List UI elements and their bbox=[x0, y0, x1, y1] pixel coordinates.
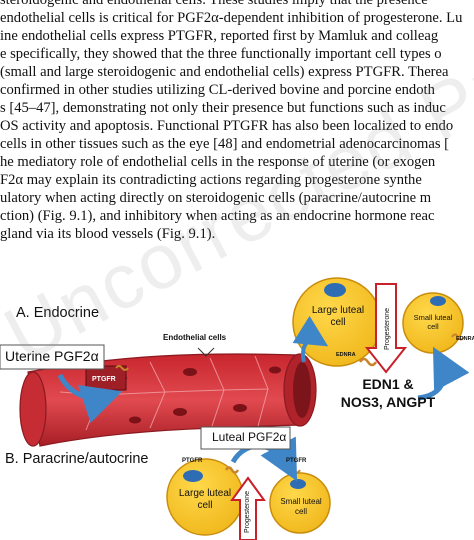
progesterone-arrow-b bbox=[230, 476, 266, 540]
blood-vessel bbox=[19, 353, 317, 447]
paragraph-line: endothelial cells is critical for PGF2α-… bbox=[0, 10, 463, 26]
paragraph-line: confirmed in other studies utilizing CL-… bbox=[0, 82, 435, 98]
luteal-pgf-box bbox=[200, 426, 291, 450]
ptgfr-label-vessel: PTGFR bbox=[92, 376, 116, 383]
small-luteal-label-b: Small luteal cell bbox=[280, 497, 322, 516]
paragraph-line: e specifically, they showed that the thr… bbox=[0, 46, 442, 62]
ednra-label-small: EDNRA bbox=[456, 336, 474, 342]
large-luteal-label-b: Large luteal cell bbox=[178, 488, 232, 511]
receptor-icon bbox=[115, 365, 129, 371]
paragraph-line: steroidogenic and endothelial cells. The… bbox=[0, 0, 428, 8]
endothelial-label: Endothelial cells bbox=[163, 333, 227, 342]
panel-b-title: B. Paracrine/autocrine bbox=[5, 451, 149, 467]
paragraph-line: ction) (Fig. 9.1), and inhibitory when a… bbox=[0, 208, 435, 224]
ptgfr-label-small-b: PTGFR bbox=[286, 458, 307, 464]
mediators-line2: NOS3, ANGPT bbox=[340, 394, 436, 410]
paragraph-line: ine endothelial cells express PTGFR, rep… bbox=[0, 28, 439, 44]
paragraph-line: F2α may explain its contradicting action… bbox=[0, 172, 422, 188]
paragraph-line: s [45–47], demonstrating not only their … bbox=[0, 100, 446, 116]
paragraph-line: (small and large steroidogenic and endot… bbox=[0, 64, 449, 80]
mediators-line1: EDN1 & bbox=[362, 376, 414, 392]
uterine-pgf-box bbox=[0, 344, 105, 370]
paragraph-line: he mediatory role of endothelial cells i… bbox=[0, 154, 436, 170]
paragraph-line: gland via its blood vessels (Fig. 9.1). bbox=[0, 226, 216, 242]
progesterone-label-a: Progesterone bbox=[384, 307, 391, 350]
small-luteal-cell-b bbox=[269, 466, 331, 534]
endothelial-pointer bbox=[197, 347, 215, 357]
paragraph-line: ulatory when acting directly on steroido… bbox=[0, 190, 432, 206]
small-luteal-label-a: Small luteal cell bbox=[413, 313, 453, 331]
uterine-label: Uterine PGF2α bbox=[5, 348, 99, 364]
paragraph-line: OS activity and apoptosis. Functional PT… bbox=[0, 118, 454, 134]
ednra-label-large: EDNRA bbox=[336, 352, 356, 358]
vessel-to-large-arrow bbox=[292, 315, 329, 363]
ptgfr-label-large-b: PTGFR bbox=[182, 458, 203, 464]
progesterone-label-b: Progesterone bbox=[244, 490, 251, 533]
to-small-cell-arrow bbox=[417, 346, 470, 401]
large-luteal-label-a: Large luteal cell bbox=[311, 305, 365, 328]
uterine-arrow bbox=[57, 373, 123, 423]
progesterone-arrow-a bbox=[364, 283, 408, 374]
paragraph-line: cells in other tissues such as the eye [… bbox=[0, 136, 450, 152]
panel-a-title: A. Endocrine bbox=[16, 305, 100, 321]
luteal-pgf-label: Luteal PGF2α bbox=[212, 430, 287, 444]
